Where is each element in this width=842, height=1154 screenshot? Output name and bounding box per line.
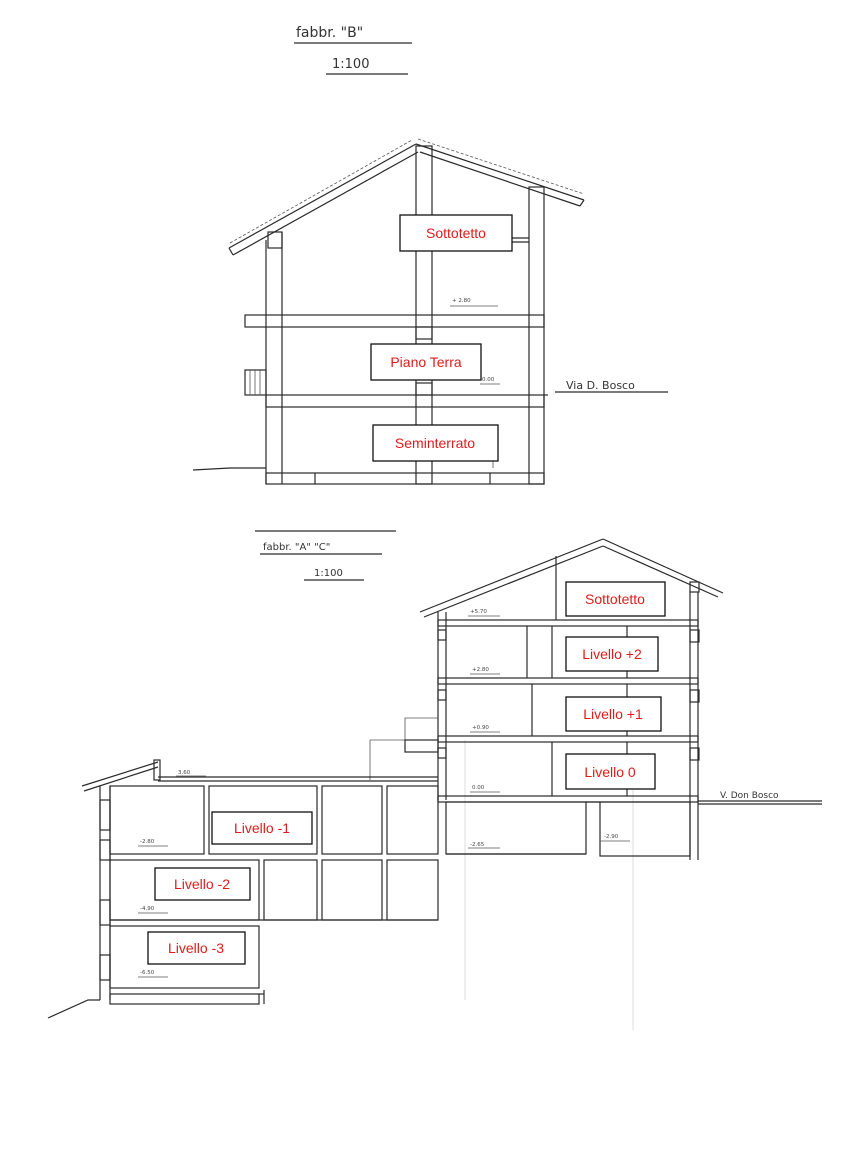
svg-text:Seminterrato: Seminterrato	[395, 435, 475, 451]
title-b: fabbr. "B"	[296, 25, 363, 41]
roof-ac-lower	[81, 759, 438, 792]
svg-text:-6.50: -6.50	[140, 970, 155, 976]
svg-text:-2.90: -2.90	[604, 834, 619, 840]
svg-text:+ 2.80: + 2.80	[452, 298, 471, 304]
label-b-sottotetto: Sottotetto	[399, 214, 513, 252]
svg-text:Livello +2: Livello +2	[582, 646, 642, 662]
svg-text:Livello 0: Livello 0	[584, 764, 636, 780]
svg-text:0.00: 0.00	[482, 377, 495, 383]
label-ac-livello-minus-3: Livello -3	[147, 931, 246, 965]
scale-ac: 1:100	[314, 568, 343, 579]
label-ac-livello-minus-1: Livello -1	[211, 811, 313, 845]
svg-text:Livello +1: Livello +1	[583, 706, 643, 722]
header-b: fabbr. "B" 1:100	[294, 25, 412, 75]
scale-b: 1:100	[332, 57, 369, 72]
label-b-piano-terra: Piano Terra	[370, 343, 482, 381]
label-ac-livello-0: Livello 0	[565, 753, 656, 790]
label-ac-livello-plus-2: Livello +2	[565, 636, 659, 672]
label-b-seminterrato: Seminterrato	[372, 424, 499, 462]
svg-text:Sottotetto: Sottotetto	[426, 225, 486, 241]
svg-text:Sottotetto: Sottotetto	[585, 591, 645, 607]
svg-text:Piano Terra: Piano Terra	[390, 354, 462, 370]
label-ac-sottotetto: Sottotetto	[565, 581, 666, 617]
svg-text:-2.80: -2.80	[140, 839, 155, 845]
title-ac: fabbr. "A" "C"	[263, 542, 330, 553]
svg-text:Livello -2: Livello -2	[174, 876, 230, 892]
svg-text:+0.90: +0.90	[472, 725, 489, 731]
header-ac: fabbr. "A" "C" 1:100	[255, 530, 396, 581]
roof-ac	[419, 538, 724, 618]
svg-text:+2.80: +2.80	[472, 667, 489, 673]
label-ac-livello-minus-2: Livello -2	[154, 867, 251, 901]
svg-text:0.00: 0.00	[472, 785, 485, 791]
svg-text:Livello -3: Livello -3	[168, 940, 224, 956]
svg-text:-2.65: -2.65	[470, 842, 485, 848]
svg-text:Livello -1: Livello -1	[234, 820, 290, 836]
section-ac: 3.60 +5.70 +2.80 +0.90 0.00 -2.65 -2.90 …	[47, 538, 822, 1019]
svg-text:3.60: 3.60	[178, 770, 191, 776]
roof-b-right	[415, 138, 585, 207]
street-name-ac: V. Don Bosco	[720, 791, 779, 801]
section-b: + 2.80 0.00 Via D. Bosco Sottotetto Pian…	[192, 138, 668, 485]
label-ac-livello-plus-1: Livello +1	[565, 696, 662, 732]
svg-text:-4.90: -4.90	[140, 906, 155, 912]
roof-b-left	[228, 139, 419, 256]
street-name-b: Via D. Bosco	[566, 379, 635, 392]
svg-text:+5.70: +5.70	[470, 609, 487, 615]
